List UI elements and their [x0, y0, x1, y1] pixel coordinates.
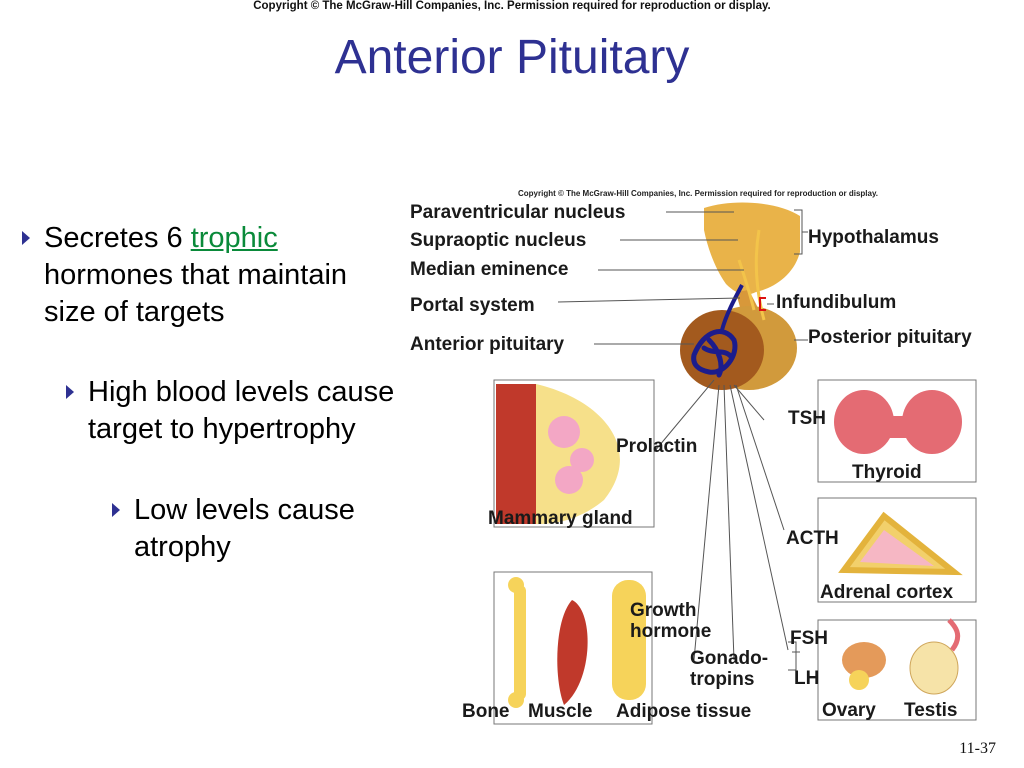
label-fsh: FSH: [790, 628, 828, 649]
adrenal-panel: ACTH Adrenal cortex: [786, 497, 977, 603]
label-adrenal-cortex: Adrenal cortex: [820, 582, 953, 603]
label-growth-line2: hormone: [630, 621, 711, 642]
bullet-level-3: Low levels cause atrophy: [110, 492, 414, 566]
thyroid-panel: TSH Thyroid: [788, 379, 977, 483]
label-portal-system: Portal system: [410, 295, 535, 316]
label-adipose-tissue: Adipose tissue: [616, 701, 751, 722]
bullet-arrow-icon: [112, 503, 120, 517]
label-paraventricular: Paraventricular nucleus: [410, 202, 625, 223]
label-tsh: TSH: [788, 408, 826, 429]
copyright-notice: Copyright © The McGraw-Hill Companies, I…: [253, 0, 771, 12]
label-median-eminence: Median eminence: [410, 259, 568, 280]
bullet-1-suffix: hormones that maintain size of targets: [44, 259, 348, 328]
label-muscle: Muscle: [528, 701, 592, 722]
bullet-arrow-icon: [22, 231, 30, 245]
label-supraoptic: Supraoptic nucleus: [410, 230, 586, 251]
bullet-level-2: High blood levels cause target to hypert…: [64, 374, 408, 448]
label-infundibulum: Infundibulum: [776, 292, 896, 313]
pituitary-gland-illustration: [680, 202, 800, 390]
label-acth: ACTH: [786, 528, 839, 549]
slide-number: 11-37: [959, 740, 996, 757]
label-ovary: Ovary: [822, 700, 876, 721]
label-anterior-pituitary: Anterior pituitary: [410, 334, 565, 355]
mammary-gland-panel: Prolactin Mammary gland: [488, 379, 697, 529]
bullet-level-1: Secretes 6 trophic hormones that maintai…: [20, 220, 384, 331]
bullet-arrow-icon: [66, 385, 74, 399]
label-lh: LH: [794, 668, 819, 689]
gonads-panel: FSH LH Gonado- tropins Ovary Testis: [690, 618, 977, 721]
leader-lines: [557, 209, 808, 671]
bullet-2-text: High blood levels cause target to hypert…: [88, 376, 395, 445]
label-bone: Bone: [462, 701, 510, 722]
label-hypothalamus: Hypothalamus: [808, 227, 939, 248]
label-prolactin: Prolactin: [616, 436, 697, 457]
label-growth-line1: Growth: [630, 600, 697, 621]
label-testis: Testis: [904, 700, 958, 721]
slide-title: Anterior Pituitary: [334, 31, 690, 84]
figure-copyright: Copyright © The McGraw-Hill Companies, I…: [518, 189, 878, 198]
growth-targets-panel: Growth hormone Bone Muscle Adipose tissu…: [462, 571, 751, 725]
label-gonadotropins-line2: tropins: [690, 669, 754, 690]
diagram-labels: Paraventricular nucleus Supraoptic nucle…: [410, 202, 972, 355]
label-gonadotropins-line1: Gonado-: [690, 648, 768, 669]
pituitary-diagram: Copyright © The McGraw-Hill Companies, I…: [410, 189, 977, 725]
bullet-1-prefix: Secretes 6: [44, 222, 191, 254]
trophic-link[interactable]: trophic: [190, 222, 278, 254]
label-posterior-pituitary: Posterior pituitary: [808, 327, 972, 348]
bullet-3-text: Low levels cause atrophy: [134, 494, 355, 563]
label-mammary-gland: Mammary gland: [488, 508, 633, 529]
label-thyroid: Thyroid: [852, 462, 922, 483]
